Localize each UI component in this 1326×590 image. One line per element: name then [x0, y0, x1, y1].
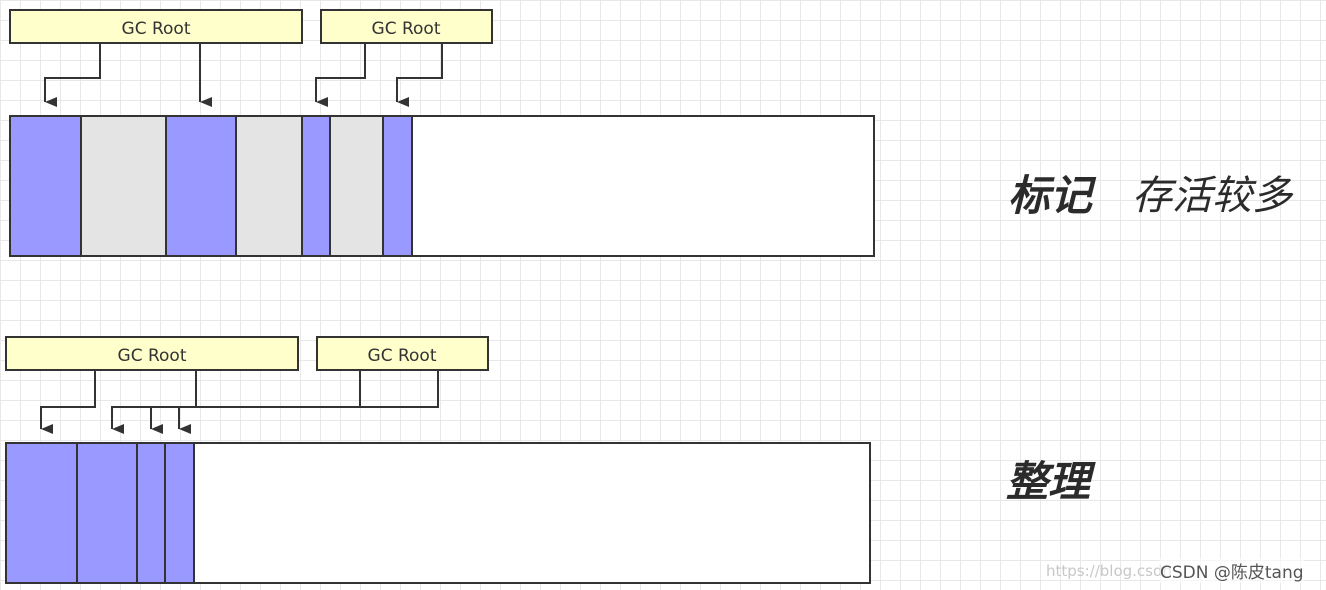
bottom-live-block-4: [164, 442, 195, 584]
bottom-arrow-3: [150, 370, 439, 434]
bottom-arrow-1: [40, 370, 96, 434]
bottom-gc-root-box-1: [5, 336, 299, 371]
watermark-url: https://blog.csdn: [1046, 562, 1173, 580]
top-live-block-3: [301, 115, 331, 257]
top-arrow-4: [396, 43, 443, 107]
top-memory-bar: [9, 115, 875, 257]
bottom-live-block-2: [76, 442, 138, 584]
bottom-arrows: [40, 370, 439, 434]
bottom-live-block-1: [5, 442, 78, 584]
bottom-caption-compact: 整理: [1006, 457, 1091, 506]
top-gc-root-box-1: [9, 9, 303, 44]
top-roots: GC Root GC Root: [9, 9, 493, 44]
top-arrow-3: [315, 43, 366, 107]
top-arrows: [44, 43, 443, 107]
top-arrow-1: [44, 43, 101, 107]
bottom-gc-root-box-2: [316, 336, 489, 371]
top-garbage-block-1: [80, 115, 167, 257]
bottom-gc-root-label-2: GC Root: [368, 346, 437, 366]
top-live-block-4: [382, 115, 413, 257]
top-gc-root-box-2: [320, 9, 493, 44]
top-caption-mark: 标记: [1008, 171, 1093, 220]
bottom-arrow-2: [111, 370, 197, 434]
bottom-roots: GC Root GC Root: [5, 336, 489, 371]
watermark-text: CSDN @陈皮tang: [1160, 558, 1304, 583]
bottom-gc-root-label-1: GC Root: [118, 346, 187, 366]
top-garbage-block-3: [329, 115, 384, 257]
bottom-memory-bar: [5, 442, 871, 584]
top-live-block-1: [9, 115, 82, 257]
top-gc-root-label-1: GC Root: [122, 19, 191, 39]
bottom-live-block-3: [136, 442, 166, 584]
top-gc-root-label-2: GC Root: [372, 19, 441, 39]
top-live-block-2: [165, 115, 237, 257]
top-caption-many-alive: 存活较多: [1132, 173, 1292, 219]
top-garbage-block-2: [235, 115, 303, 257]
